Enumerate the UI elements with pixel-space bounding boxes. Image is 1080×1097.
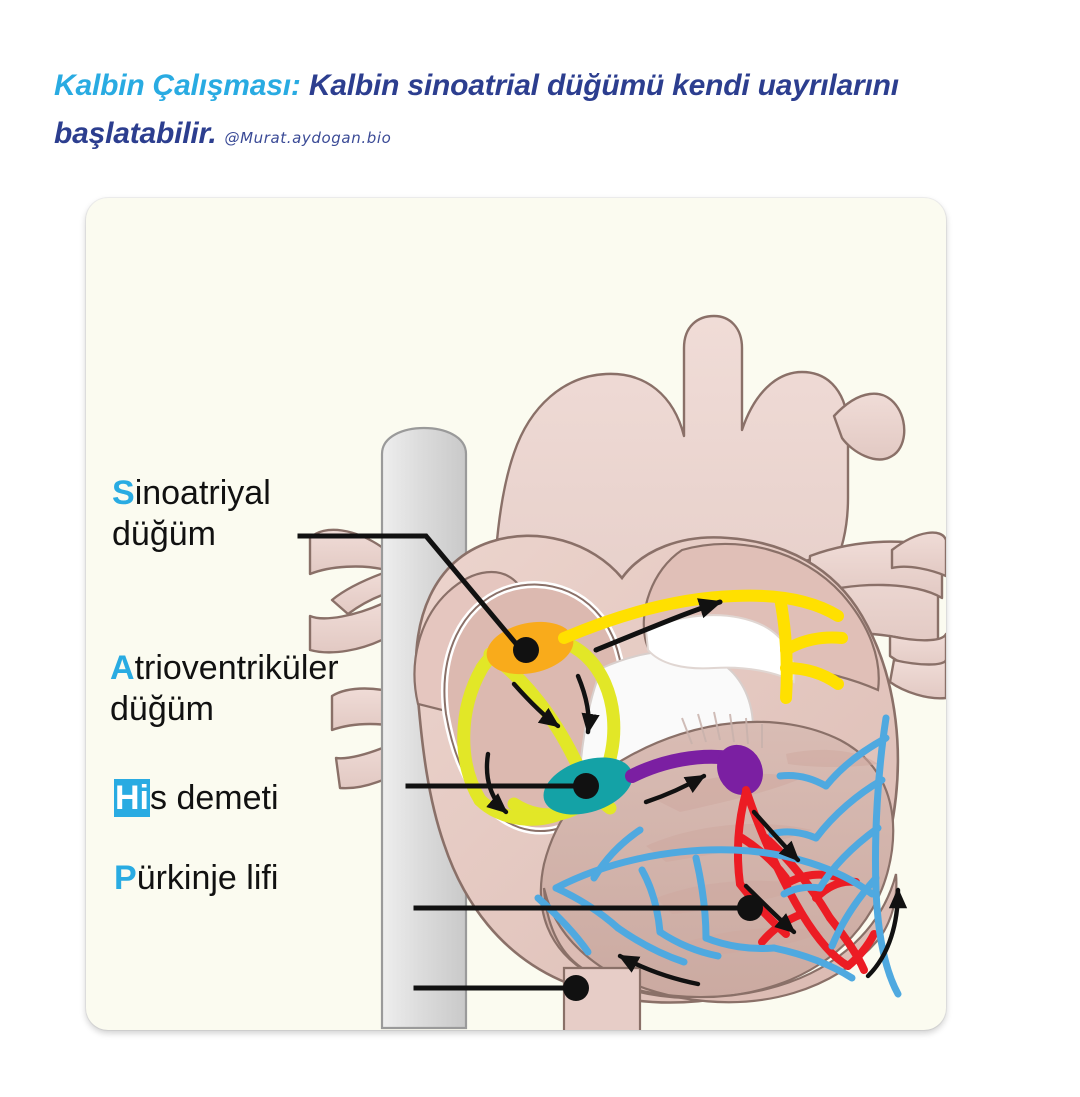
page-title: Kalbin Çalışması: Kalbin sinoatrial düğü… <box>54 62 1014 162</box>
title-rest: Kalbin sinoatrial düğümü kendi uayrıları… <box>54 69 899 150</box>
right-pulmonary-vein-upper <box>890 531 946 578</box>
leader-line-sa <box>297 533 522 650</box>
bundle-of-his-terminal <box>717 744 763 796</box>
callout-dot-purkinje <box>563 975 589 1001</box>
label-av-rest: trioventriküler <box>134 649 339 687</box>
heart-diagram: Sinoatriyal düğüm Atrioventriküler düğüm… <box>86 198 946 1030</box>
left-ventricle-cavity <box>539 720 895 1000</box>
leader-lines-svg <box>297 533 763 1001</box>
arrow-apex-up <box>865 887 908 979</box>
diagram-card: Sinoatriyal düğüm Atrioventriküler düğüm… <box>86 198 946 1030</box>
label-pur-rest: ürkinje lifi <box>136 859 279 897</box>
atrial-yellow-pathway <box>558 589 848 704</box>
purkinje-fibers-blue <box>534 714 902 998</box>
credit-handle: @Murat.aydogan.bio <box>224 129 392 147</box>
label-his-rest: s demeti <box>150 779 279 817</box>
label-sa-initial: S <box>112 474 135 512</box>
flow-arrows <box>484 598 908 987</box>
bundle-branches-red <box>734 786 878 974</box>
arrow-atrial-1 <box>511 681 561 729</box>
label-purkinje-fiber: Pürkinje lifi <box>114 858 278 899</box>
label-av-line1: Atrioventriküler <box>110 648 339 689</box>
label-sa-rest: inoatriyal <box>134 474 271 512</box>
callout-dot-av <box>573 773 599 799</box>
arrow-lv-2 <box>743 883 797 935</box>
arrow-atrial-2 <box>575 673 600 735</box>
label-av-line2: düğüm <box>110 690 214 728</box>
label-bundle-of-his: His demeti <box>114 778 279 819</box>
left-subclavian-artery <box>832 392 906 461</box>
arrow-lv-1 <box>751 809 801 863</box>
label-av-initial: A <box>110 649 135 687</box>
label-pur-initial: P <box>114 859 137 897</box>
title-lead: Kalbin Çalışması: <box>54 69 301 102</box>
label-sinoatrial-node: Sinoatriyal düğüm <box>112 473 271 555</box>
heart-illustration-svg <box>308 314 946 1030</box>
left-pulmonary-vein-lower <box>308 600 388 654</box>
label-sa-line2: düğüm <box>112 515 216 553</box>
label-his-initial: Hi <box>114 779 150 817</box>
arrow-to-left-atrium <box>593 598 723 653</box>
callout-dot-sa <box>513 637 539 663</box>
chordae-tendineae <box>681 711 763 748</box>
label-sa-line1: Sinoatriyal <box>112 473 271 514</box>
right-vein-stub-low <box>888 658 946 700</box>
callout-dot-his <box>737 895 763 921</box>
arrow-his <box>643 773 707 805</box>
arrow-apex-left <box>617 953 701 987</box>
label-atrioventricular-node: Atrioventriküler düğüm <box>110 648 339 730</box>
